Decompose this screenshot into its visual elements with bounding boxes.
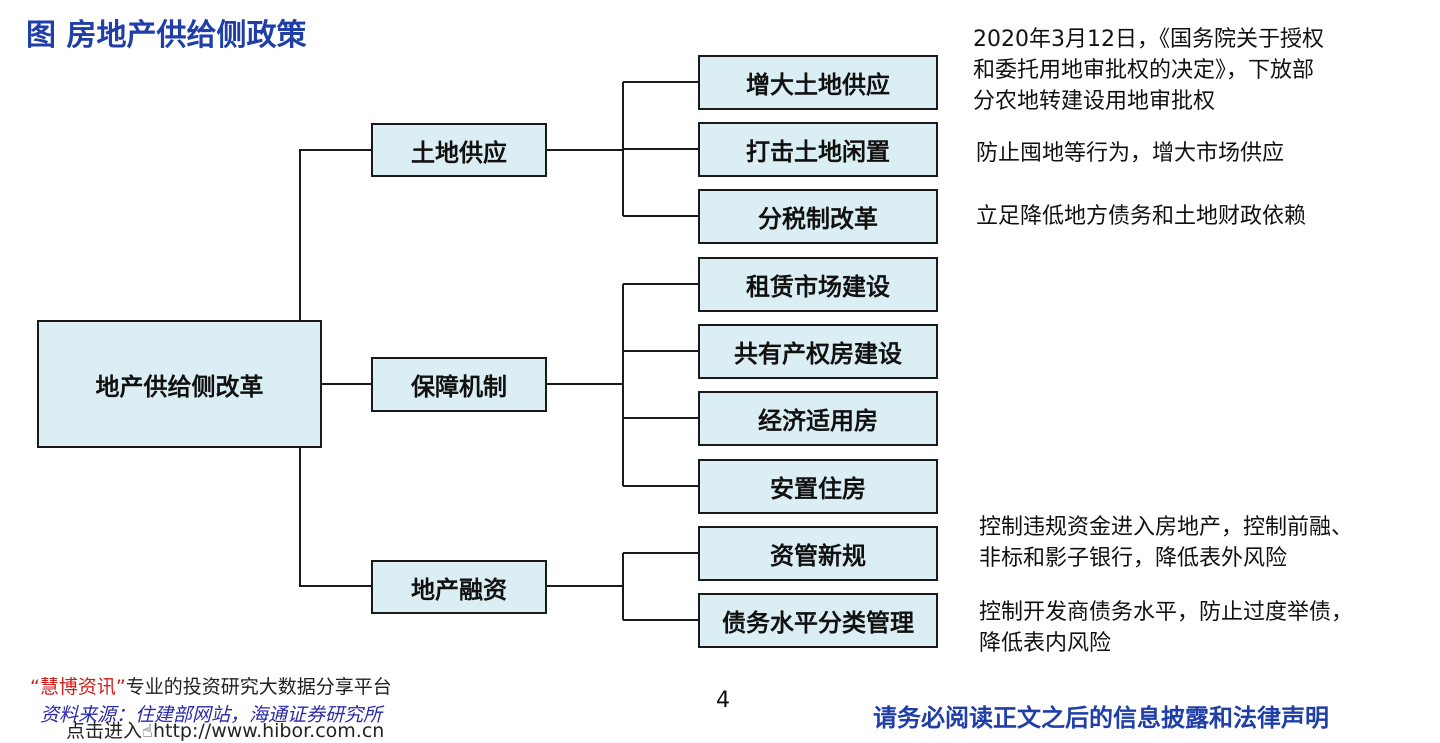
leaf-node: 经济适用房	[698, 391, 938, 446]
branch-node-label: 土地供应	[411, 138, 507, 167]
leaf-node: 租赁市场建设	[698, 257, 938, 312]
brand-name: “慧博资讯”	[30, 676, 126, 698]
leaf-node: 打击土地闲置	[698, 122, 938, 177]
note-line: 2020年3月12日，《国务院关于授权	[973, 27, 1324, 52]
link-prefix: 点击进入	[66, 720, 143, 742]
branch-node-label: 保障机制	[411, 373, 507, 401]
note-asset-management: 控制违规资金进入房地产，控制前融、 非标和影子银行，降低表外风险	[979, 512, 1353, 574]
leaf-node-label: 经济适用房	[758, 407, 878, 435]
branch-node-real-estate-financing: 地产融资	[371, 560, 547, 614]
disclaimer: 请务必阅读正文之后的信息披露和法律声明	[873, 704, 1329, 732]
branch-node-land-supply: 土地供应	[371, 123, 547, 177]
note-tax-reform: 立足降低地方债务和土地财政依赖	[976, 201, 1306, 232]
note-line: 分农地转建设用地审批权	[973, 89, 1216, 114]
branch-node-guarantee-mechanism: 保障机制	[371, 357, 547, 412]
note-line: 防止囤地等行为，增大市场供应	[976, 141, 1285, 166]
note-debt-management: 控制开发商债务水平，防止过度举债， 降低表内风险	[979, 597, 1353, 659]
leaf-node-label: 债务水平分类管理	[722, 609, 914, 637]
branch-node-label: 地产融资	[411, 575, 507, 604]
page-number: 4	[716, 688, 730, 713]
leaf-node-label: 增大土地供应	[746, 71, 890, 99]
note-line: 降低表内风险	[979, 631, 1112, 656]
note-line: 控制开发商债务水平，防止过度举债，	[979, 600, 1354, 625]
leaf-node-label: 分税制改革	[758, 205, 878, 233]
leaf-node: 债务水平分类管理	[698, 593, 938, 648]
leaf-node-label: 打击土地闲置	[746, 138, 890, 166]
source-note: 资料来源：住建部网站，海通证券研究所	[40, 704, 383, 726]
leaf-node-label: 租赁市场建设	[746, 273, 890, 301]
root-node: 地产供给侧改革	[37, 320, 322, 448]
leaf-node: 资管新规	[698, 526, 938, 581]
note-line: 控制违规资金进入房地产，控制前融、	[979, 515, 1354, 540]
note-land-approval: 2020年3月12日，《国务院关于授权 和委托用地审批权的决定》，下放部 分农地…	[973, 24, 1324, 117]
note-line: 和委托用地审批权的决定》，下放部	[973, 58, 1315, 83]
leaf-node: 分税制改革	[698, 189, 938, 244]
note-line: 立足降低地方债务和土地财政依赖	[976, 204, 1307, 229]
leaf-node: 共有产权房建设	[698, 324, 938, 379]
leaf-node-label: 资管新规	[770, 542, 866, 570]
diagram-title: 图 房地产供给侧政策	[26, 18, 307, 53]
note-land-idle: 防止囤地等行为，增大市场供应	[976, 138, 1284, 169]
leaf-node: 安置住房	[698, 459, 938, 514]
leaf-node-label: 安置住房	[770, 475, 866, 503]
footer-tagline: “慧博资讯”专业的投资研究大数据分享平台	[30, 672, 392, 699]
tagline-text: 专业的投资研究大数据分享平台	[125, 676, 392, 698]
note-line: 非标和影子银行，降低表外风险	[979, 546, 1288, 571]
leaf-node-label: 共有产权房建设	[734, 340, 902, 368]
leaf-node: 增大土地供应	[698, 55, 938, 110]
link-url[interactable]: http://www.hibor.com.cn	[152, 720, 385, 742]
hand-pointer-icon: ☝	[142, 721, 153, 742]
website-link[interactable]: 点击进入☝http://www.hibor.com.cn	[66, 716, 384, 743]
root-node-label: 地产供给侧改革	[95, 372, 264, 401]
